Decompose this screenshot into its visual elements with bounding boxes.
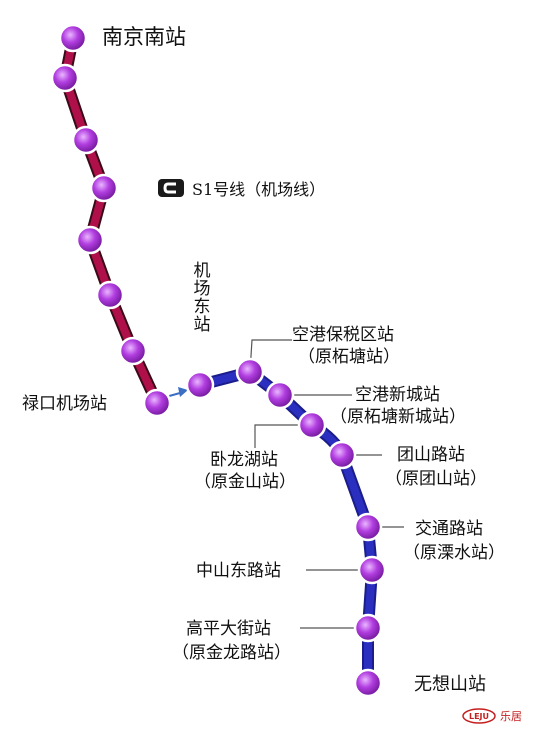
station-dot-jiaotong-rd[interactable] (353, 512, 383, 542)
transfer-arrow-icon (178, 387, 188, 397)
station-dot-zhongshan-east[interactable] (357, 555, 387, 585)
station-dot-tuanshan-rd[interactable] (327, 440, 357, 470)
station-label-jiaotong-rd: 交通路站 (415, 519, 483, 539)
station-former-gaoping-street: （原金龙路站） (172, 643, 291, 663)
station-dot-wolonghu[interactable] (297, 410, 327, 440)
station-label-tuanshan-rd: 团山路站 (397, 445, 465, 465)
station-label-airport-east: 机场东站 (193, 261, 211, 335)
station-dot-kg-bonded[interactable] (235, 357, 265, 387)
station-dot-nanjing-south[interactable] (58, 23, 88, 53)
station-dot-lukou-airport[interactable] (142, 388, 172, 418)
station-dot-wuxiangshan[interactable] (353, 668, 383, 698)
svg-text:LEJU: LEJU (469, 712, 489, 721)
line-legend: S1号线（机场线） (158, 176, 325, 200)
leju-logo: LEJU (462, 708, 496, 724)
station-dot[interactable] (118, 336, 148, 366)
station-dot[interactable] (75, 225, 105, 255)
station-dot-kg-newtown[interactable] (265, 380, 295, 410)
station-former-kg-newtown: （原柘塘新城站） (330, 407, 466, 427)
station-label-kg-bonded: 空港保税区站 (292, 325, 394, 345)
station-label-wuxiangshan: 无想山站 (414, 674, 486, 695)
station-label-kg-newtown: 空港新城站 (355, 385, 440, 405)
station-label-wolonghu: 卧龙湖站 (210, 450, 278, 470)
station-former-wolonghu: （原金山站） (194, 472, 296, 492)
station-former-jiaotong-rd: （原溧水站） (403, 543, 505, 563)
station-label-nanjing-south: 南京南站 (102, 25, 186, 49)
station-dot[interactable] (89, 173, 119, 203)
station-label-gaoping-street: 高平大街站 (186, 619, 271, 639)
station-dot-gaoping-street[interactable] (353, 613, 383, 643)
station-former-kg-bonded: （原柘塘站） (298, 347, 400, 367)
watermark: LEJU 乐居 (462, 708, 522, 724)
station-label-lukou-airport: 禄口机场站 (22, 394, 107, 414)
line-direction-icon (158, 179, 184, 197)
station-dot-airport-east[interactable] (185, 370, 215, 400)
station-dot[interactable] (71, 125, 101, 155)
station-former-tuanshan-rd: （原团山站） (385, 469, 487, 489)
watermark-label: 乐居 (500, 710, 522, 723)
station-label-zhongshan-east: 中山东路站 (196, 561, 281, 581)
station-dot[interactable] (50, 63, 80, 93)
leader-wolonghu (254, 424, 312, 448)
station-dot[interactable] (95, 280, 125, 310)
line-name: S1号线（机场线） (192, 180, 326, 199)
